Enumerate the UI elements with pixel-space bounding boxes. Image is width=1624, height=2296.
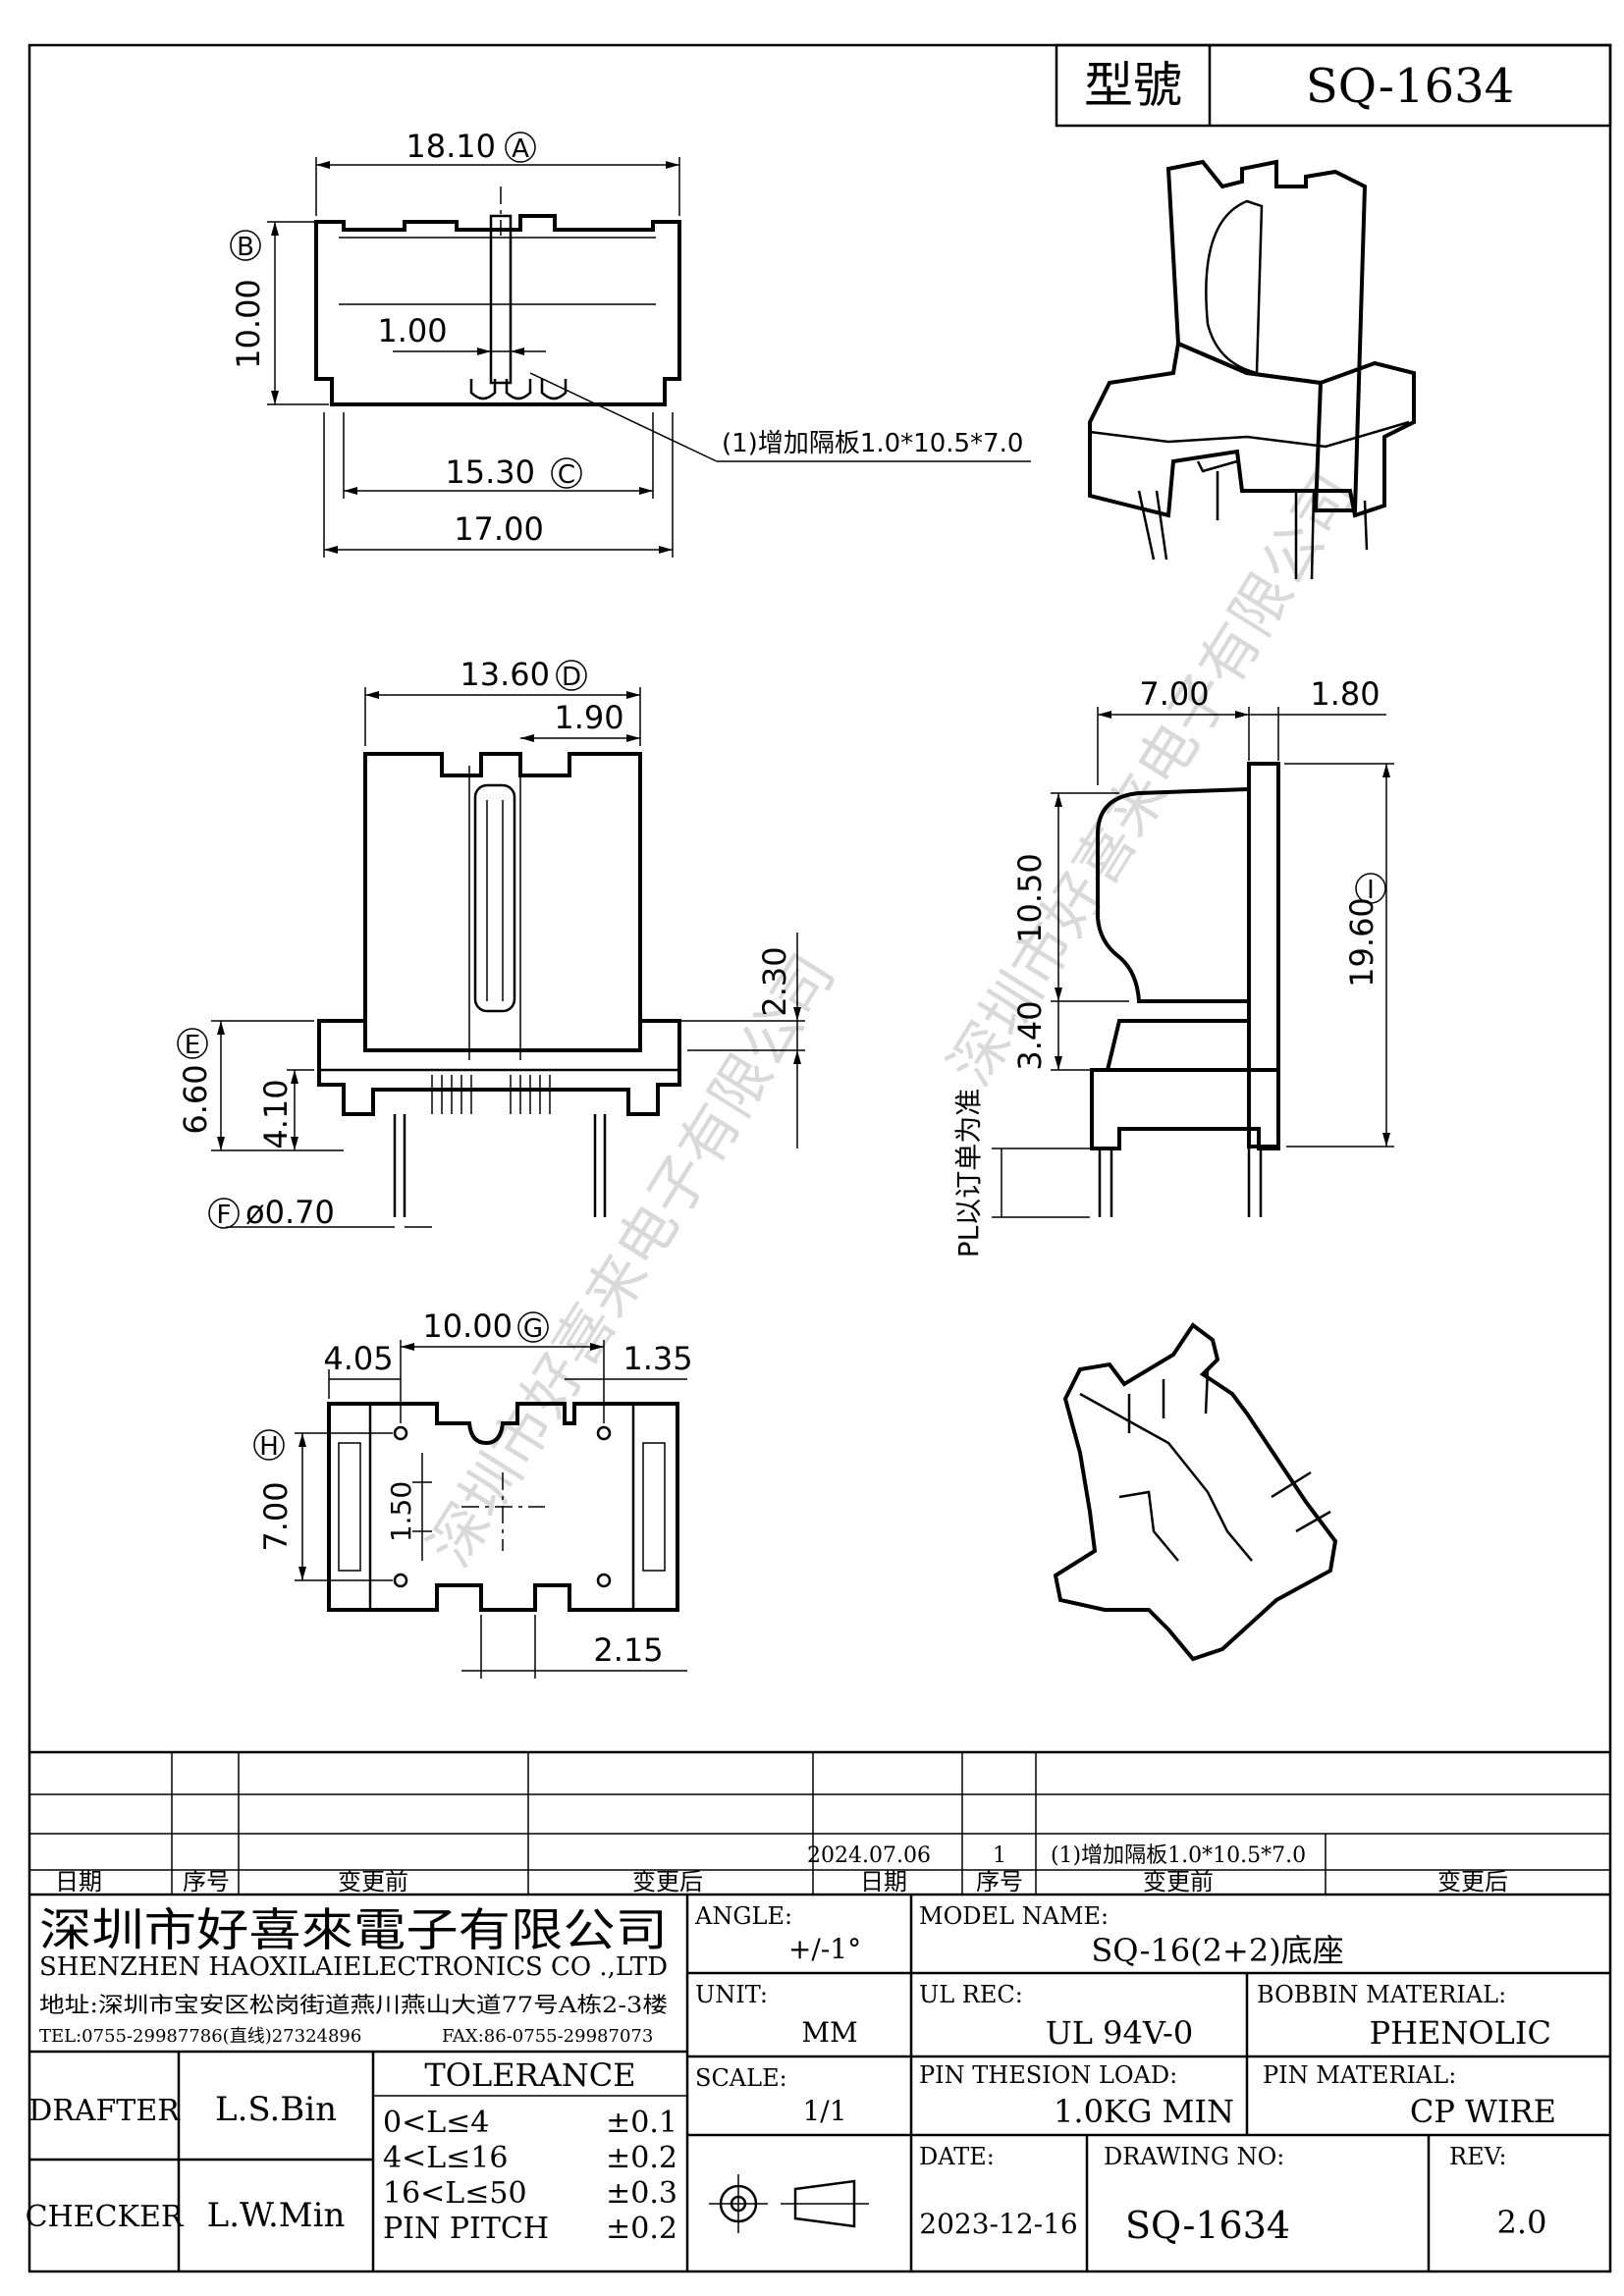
dim-right-edge-value: 1.35 xyxy=(623,1340,692,1377)
dim-lower-value: 3.40 xyxy=(1011,1000,1049,1070)
isometric-view-top xyxy=(1088,159,1416,580)
pl-note: PL以订单为准 xyxy=(952,1089,985,1258)
dim-notch-value: 1.90 xyxy=(554,699,623,736)
bobbin-label: BOBBIN MATERIAL: xyxy=(1257,1981,1506,2008)
top-view: 18.10 A 10.00 B 1.00 (1)增加隔板1.0*10.5*7.0… xyxy=(230,128,1031,558)
company-address: 地址:深圳市宝安区松岗街道燕川燕山大道77号A栋2-3楼 xyxy=(39,1994,668,2018)
unit-value: MM xyxy=(801,2016,857,2049)
rev-value: 2.0 xyxy=(1497,2204,1547,2241)
rev-header-date: 日期 xyxy=(55,1868,102,1896)
tol-range-2: 16<L≤50 xyxy=(383,2176,527,2211)
date-label: DATE: xyxy=(919,2143,995,2170)
tol-range-1: 4<L≤16 xyxy=(383,2141,508,2175)
dim-a-value: 18.10 xyxy=(406,128,496,165)
tol-value-1: ±0.2 xyxy=(606,2141,677,2175)
top-note: (1)增加隔板1.0*10.5*7.0 xyxy=(722,429,1023,458)
dim-i-value: 19.60 xyxy=(1343,897,1380,988)
tolerance-title: TOLERANCE xyxy=(424,2056,635,2094)
dim-pin-offset-value: 2.30 xyxy=(756,946,793,1016)
dim-h-ref: H xyxy=(259,1432,279,1462)
pin-material-value: CP WIRE xyxy=(1410,2093,1556,2130)
dim-b-value: 10.00 xyxy=(230,279,267,369)
dim-slot-width-value: 1.50 xyxy=(385,1481,417,1542)
checker-label: CHECKER xyxy=(26,2200,185,2234)
rev-header-before: 变更前 xyxy=(338,1868,408,1896)
dim-i-ref: I xyxy=(1367,876,1375,905)
tol-value-2: ±0.3 xyxy=(606,2176,677,2211)
company-tel: TEL:0755-29987786(直线)27324896 xyxy=(39,2026,361,2047)
dim-upper-value: 10.50 xyxy=(1011,853,1049,943)
company-name-cn: 深圳市好喜來電子有限公司 xyxy=(39,1903,668,1956)
dim-d-value: 13.60 xyxy=(460,656,550,693)
drawing-no-value: SQ-1634 xyxy=(1125,2204,1290,2247)
dim-c-value: 15.30 xyxy=(445,454,535,491)
angle-value: +/-1° xyxy=(788,1933,861,1965)
pin-material-label: PIN MATERIAL: xyxy=(1263,2061,1456,2089)
dim-h-value: 7.00 xyxy=(257,1481,295,1551)
rev-no: 1 xyxy=(993,1843,1006,1868)
tol-range-3: PIN PITCH xyxy=(383,2212,549,2246)
dim-d-ref: D xyxy=(562,663,581,692)
dim-slot-value: 1.00 xyxy=(377,312,447,349)
company-fax: FAX:86-0755-29987073 xyxy=(442,2026,653,2047)
model-value: SQ-1634 xyxy=(1306,59,1514,114)
ul-label: UL REC: xyxy=(919,1981,1023,2008)
title-block: 深圳市好喜來電子有限公司 SHENZHEN HAOXILAIELECTRONIC… xyxy=(26,1895,1610,2271)
revision-table: 2024.07.06 1 (1)增加隔板1.0*10.5*7.0 日期 序号 变… xyxy=(29,1750,1610,1896)
rev-date: 2024.07.06 xyxy=(807,1843,931,1868)
dim-bottom-offset-value: 2.15 xyxy=(593,1631,663,1669)
dim-a-ref: A xyxy=(512,134,529,164)
dim-e-ref: E xyxy=(185,1031,200,1060)
ul-value: UL 94V-0 xyxy=(1046,2014,1193,2052)
angle-label: ANGLE: xyxy=(694,1902,792,1930)
unit-label: UNIT: xyxy=(695,1981,768,2008)
scale-value: 1/1 xyxy=(802,2095,846,2127)
drafter-value: L.S.Bin xyxy=(215,2090,337,2129)
dim-c-ref: C xyxy=(558,460,575,490)
pin-load-value: 1.0KG MIN xyxy=(1054,2093,1234,2130)
header-model-box: 型號 SQ-1634 xyxy=(1055,43,1612,128)
model-label: 型號 xyxy=(1084,57,1182,114)
drawing-no-label: DRAWING NO: xyxy=(1104,2143,1284,2170)
rev-label: REV: xyxy=(1449,2143,1507,2170)
sheet-border xyxy=(27,43,1612,2273)
rev-header-after-2: 变更后 xyxy=(1437,1868,1508,1896)
dim-base-height-value: 4.10 xyxy=(257,1079,295,1148)
rev-header-before-2: 变更前 xyxy=(1143,1868,1214,1896)
front-view: 13.60 D 1.90 2.30 6.60 E 4.10 F ø0.70 xyxy=(177,656,805,1231)
rev-header-date-2: 日期 xyxy=(860,1868,907,1896)
rev-header-no-2: 序号 xyxy=(976,1868,1023,1896)
dim-depth-value: 7.00 xyxy=(1139,675,1209,713)
isometric-view-bottom xyxy=(1053,1322,1338,1662)
tol-value-3: ±0.2 xyxy=(606,2212,677,2246)
dim-f-ref: F xyxy=(217,1201,232,1230)
scale-label: SCALE: xyxy=(695,2064,787,2092)
rev-header-no: 序号 xyxy=(183,1868,230,1896)
model-name-value: SQ-16(2+2)底座 xyxy=(1091,1932,1343,1969)
dim-e-value: 6.60 xyxy=(177,1064,214,1134)
dim-f-value: ø0.70 xyxy=(245,1194,335,1231)
bottom-view: 10.00 G 4.05 1.35 7.00 H 1.50 2.15 xyxy=(253,1308,693,1679)
dim-b-ref: B xyxy=(237,233,254,262)
checker-value: L.W.Min xyxy=(207,2196,346,2235)
projection-symbol-icon xyxy=(709,2174,869,2233)
dim-wall-value: 1.80 xyxy=(1310,675,1380,713)
date-value: 2023-12-16 xyxy=(919,2208,1077,2240)
drafter-label: DRAFTER xyxy=(28,2094,181,2128)
side-view: 7.00 1.80 10.50 3.40 19.60 I PL以订单为准 xyxy=(952,675,1394,1257)
rev-before: (1)增加隔板1.0*10.5*7.0 xyxy=(1051,1843,1306,1868)
model-name-label: MODEL NAME: xyxy=(919,1902,1109,1930)
dim-g-ref: G xyxy=(523,1314,543,1344)
company-name-en: SHENZHEN HAOXILAIELECTRONICS CO .,LTD xyxy=(39,1952,668,1982)
bobbin-value: PHENOLIC xyxy=(1370,2014,1551,2052)
dim-g-value: 10.00 xyxy=(422,1308,513,1345)
tol-value-0: ±0.1 xyxy=(606,2106,677,2140)
dim-base-value: 17.00 xyxy=(454,510,544,548)
tol-range-0: 0<L≤4 xyxy=(383,2106,489,2140)
dim-left-edge-value: 4.05 xyxy=(323,1340,393,1377)
rev-header-after: 变更后 xyxy=(632,1868,703,1896)
pin-load-label: PIN THESION LOAD: xyxy=(919,2061,1177,2089)
